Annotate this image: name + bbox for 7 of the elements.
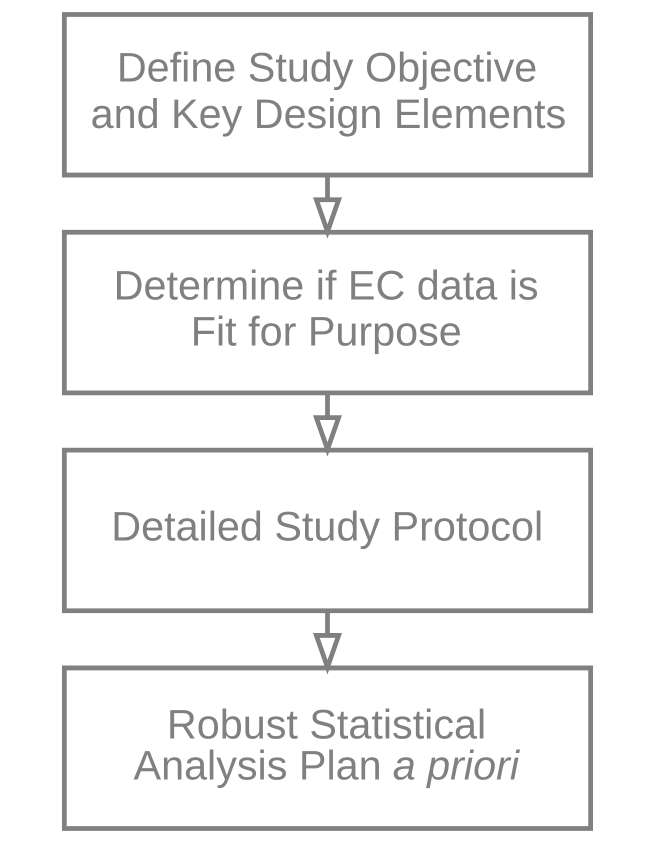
arrow [313,610,342,674]
node-box: Detailed Study Protocol [62,448,594,614]
node-box: Determine if EC data is Fit for Purpose [62,230,594,396]
arrow [313,392,342,457]
node-box: Define Study Objective and Key Design Elements [62,12,594,178]
arrow [313,175,342,239]
node-box: Robust Statistical Analysis Plan a priori [62,666,594,831]
